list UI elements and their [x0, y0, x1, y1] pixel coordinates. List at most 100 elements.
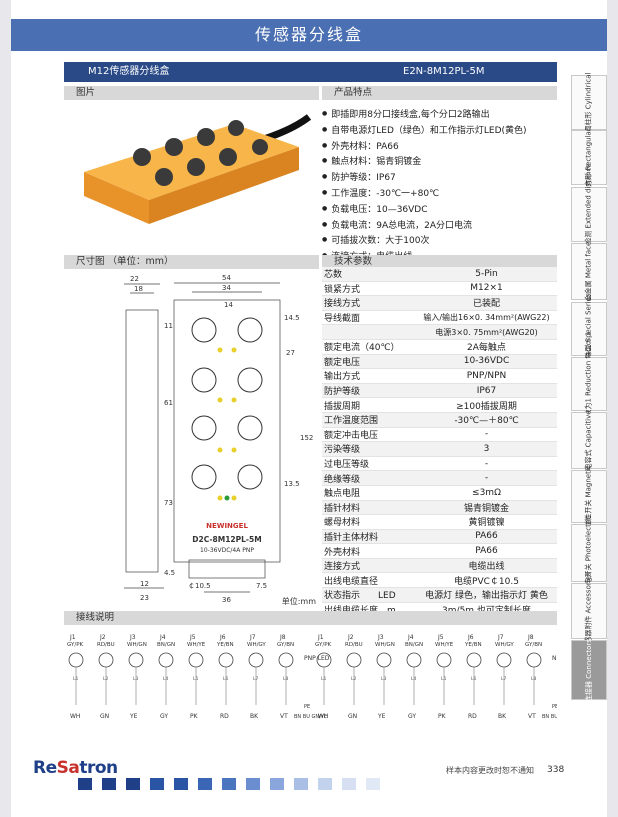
dimension-drawing: NEWINGEL D2C-8M12PL-5M 10-36VDC/4A PNP 2…: [124, 274, 316, 606]
pair-label: GY/PK: [315, 642, 332, 648]
port-label: J3: [377, 634, 384, 641]
footer-square: [78, 778, 92, 790]
sidebar-tab[interactable]: 传感器附件 Accessories: [571, 572, 607, 650]
wire-label: VT: [280, 713, 288, 720]
pair-label: WH/GN: [375, 642, 395, 648]
spec-value: PA66: [416, 543, 557, 559]
sidebar-tab[interactable]: 远距离检测 Extended distance: [571, 163, 607, 266]
connector-symbol: [278, 652, 294, 668]
pair-label: YE/BN: [216, 642, 234, 648]
spec-key: 防护等级: [322, 383, 416, 399]
spec-value: PNP/NPN: [416, 368, 557, 384]
spec-key: 锁紧方式: [322, 281, 416, 297]
sidebar-tab[interactable]: 光电开关 Photoelectric: [571, 515, 607, 591]
spec-key: 污染等级: [322, 441, 416, 457]
connector-symbol: [526, 652, 542, 668]
sidebar-tab[interactable]: 方形 Rectangular: [571, 128, 607, 187]
brand-label: NEWINGEL: [206, 522, 248, 530]
spec-key: 过电压等级: [322, 456, 416, 472]
footer-square: [294, 778, 308, 790]
feature-item: 自带电源灯LED（绿色）和工作指示灯LED(黄色): [322, 123, 557, 139]
spec-key: 额定电流（40℃）: [322, 339, 416, 355]
pair-label: WH/GY: [247, 642, 266, 648]
spec-key: 螺母材料: [322, 514, 416, 530]
spec-value: 3: [416, 441, 557, 457]
spec-key: 插拔周期: [322, 397, 416, 413]
dim-label: 54: [222, 274, 231, 282]
spec-key: 接线方式: [322, 295, 416, 311]
port-label: J7: [249, 634, 256, 641]
spec-row: 过电压等级-: [322, 456, 557, 472]
sidebar-tab[interactable]: 磁性开关 Magnetic: [571, 465, 607, 528]
port-label: J5: [189, 634, 196, 641]
footer-square: [270, 778, 284, 790]
pair-label: WH/YE: [187, 642, 206, 648]
spec-value: 10-36VDC: [416, 354, 557, 370]
wire-label: YE: [377, 713, 386, 720]
spec-row: 插拔周期≥100插拔周期: [322, 397, 557, 413]
wire-label: YE: [129, 713, 138, 720]
dim-label: 11: [164, 322, 173, 330]
port-label: J2: [347, 634, 354, 641]
spec-value: -30℃—＋80℃: [416, 412, 557, 428]
port-label: J4: [159, 634, 166, 641]
pe-label: PE: [304, 704, 310, 710]
product-model: E2N-8M12PL-5M: [403, 66, 485, 77]
power-led: [224, 495, 230, 501]
spec-value: ≥100插拔周期: [416, 397, 557, 413]
spec-value: 黄铜镀镍: [416, 514, 557, 530]
port-label: J1: [317, 634, 324, 641]
spec-value: PA66: [416, 529, 557, 545]
sidebar-tab[interactable]: 连接器 Connectors: [571, 639, 607, 701]
connector-symbol: [158, 652, 174, 668]
spec-key: 外壳材料: [322, 543, 416, 559]
sidebar-tab[interactable]: 衰减系数为1 Reduction factor 1: [571, 331, 607, 437]
section-dimensions: 尺寸图 （单位：mm）: [64, 255, 319, 269]
sidebar-tab[interactable]: 特殊型 Special Series: [571, 293, 607, 365]
footer-square: [126, 778, 140, 790]
sidebar-tab[interactable]: 全金属 Metal face: [571, 242, 607, 301]
spec-key: 额定冲击电压: [322, 427, 416, 443]
housing-side: [149, 147, 299, 224]
spec-key: 芯数: [322, 267, 416, 282]
section-image: 图片: [64, 86, 319, 100]
connector-symbol: [218, 652, 234, 668]
circuit-type-label: NPN LED: [552, 655, 557, 662]
power-wire-label: BN BU GN/YE: [294, 714, 327, 720]
pair-label: WH/YE: [435, 642, 454, 648]
port-label: J2: [99, 634, 106, 641]
dim-label: 22: [130, 275, 139, 283]
sidebar-tab[interactable]: 圆柱形 Cylindrical: [571, 73, 607, 132]
port-label: J1: [69, 634, 76, 641]
device-sub: 10-36VDC/4A PNP: [200, 547, 254, 554]
wire-label: VT: [528, 713, 536, 720]
catalog-page: 传感器分线盒 M12传感器分线盒 E2N-8M12PL-5M 图片 产品特点 即…: [11, 0, 607, 817]
connector-symbol: [406, 652, 422, 668]
wire-label: RD: [468, 713, 477, 720]
spec-key: [322, 324, 416, 340]
pair-label: GY/BN: [525, 642, 542, 648]
spec-value: 电缆出线: [416, 558, 557, 574]
footer-square: [150, 778, 164, 790]
sidebar-tab[interactable]: 电容式 Capacitive: [571, 410, 607, 471]
section-features: 产品特点: [322, 86, 557, 100]
spec-key: 状态指示 LED: [322, 587, 416, 603]
pair-label: BN/GN: [405, 642, 423, 648]
dim-label: 7.5: [256, 582, 267, 590]
wire-label: WH: [70, 713, 80, 720]
spec-value: 5-Pin: [416, 267, 557, 282]
connector-symbol: [98, 652, 114, 668]
port-label: J5: [437, 634, 444, 641]
footer-square: [174, 778, 188, 790]
connector-symbol: [496, 652, 512, 668]
spec-key: 连接方式: [322, 558, 416, 574]
spec-key: 触点电阻: [322, 485, 416, 501]
page-number: 338: [547, 765, 565, 775]
connector-symbol: [346, 652, 362, 668]
footer-square: [246, 778, 260, 790]
